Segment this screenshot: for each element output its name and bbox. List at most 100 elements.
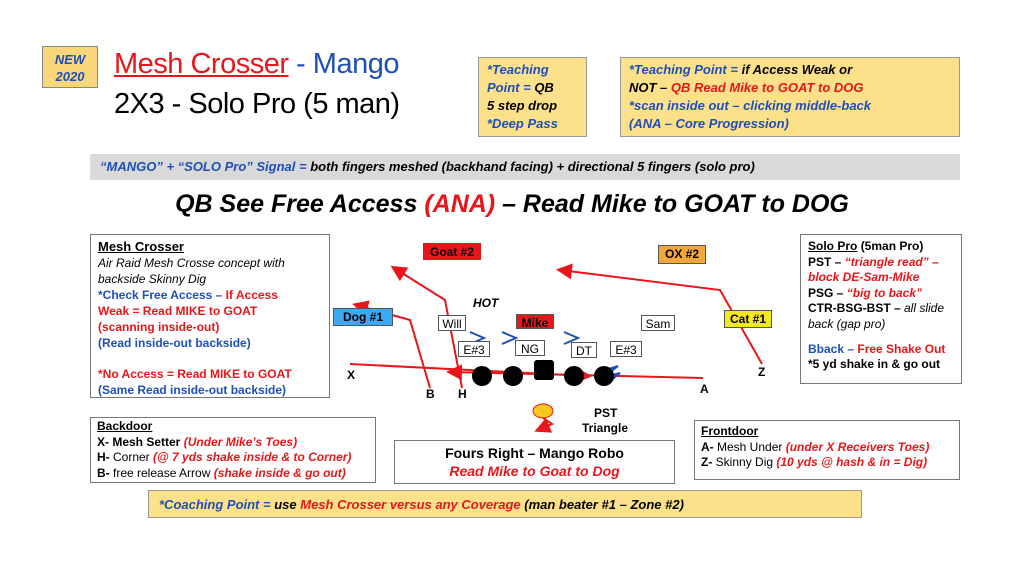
solo-box-pst-b: “triangle read” – <box>844 254 939 269</box>
solo-box-psg-b: “big to back” <box>846 285 923 300</box>
solo-box-title-sub: (5man Pro) <box>860 239 924 253</box>
read-title-ana: (ANA) <box>424 190 496 218</box>
teaching-qb-line-2b: QB <box>534 80 554 95</box>
teaching-access-line-1b: if Access Weak or <box>741 62 853 77</box>
backdoor-h-c: (@ 7 yds shake inside & to Corner) <box>153 450 352 464</box>
title-separator: - <box>288 48 313 80</box>
teaching-point-qb-box: *Teaching Point = QB 5 step drop *Deep P… <box>478 57 587 137</box>
solo-box-bback-b: Free Shake Out <box>857 341 946 356</box>
receiver-a-label: A <box>700 382 709 396</box>
formation-call-box: Fours Right – Mango Robo Read Mike to Go… <box>394 440 675 484</box>
new-2020-badge: NEW 2020 <box>42 46 98 88</box>
mesh-box-weak: Weak = Read MIKE to GOAT <box>98 304 258 318</box>
right-end-defender: E#3 <box>610 341 642 357</box>
receiver-b-label: B <box>426 387 435 401</box>
line-block-zigzag-3 <box>563 331 581 345</box>
coaching-point-box: *Coaching Point = use Mesh Crosser versu… <box>148 490 862 518</box>
frontdoor-title: Frontdoor <box>701 424 759 438</box>
badge-line-2: 2020 <box>55 69 85 84</box>
solo-box-pst-c: block DE-Sam-Mike <box>808 270 920 285</box>
backdoor-notes: Backdoor X- Mesh Setter (Under Mike’s To… <box>90 417 376 483</box>
teaching-qb-line-2a: Point = <box>487 80 535 95</box>
mesh-box-read-back: (Read inside-out backside) <box>98 336 251 350</box>
solo-pro-notes: Solo Pro (5man Pro) PST – “triangle read… <box>800 234 962 384</box>
frontdoor-a-b: Mesh Under <box>717 439 786 454</box>
teaching-access-line-2a: NOT – <box>629 80 671 95</box>
signal-label: “MANGO” + “SOLO Pro” Signal = <box>100 159 311 174</box>
dog-defender: Dog #1 <box>333 308 393 326</box>
line-block-zigzag-2 <box>501 331 519 345</box>
left-guard <box>503 366 523 386</box>
coaching-b: use <box>274 497 301 512</box>
cat-defender: Cat #1 <box>724 310 772 328</box>
backdoor-h-a: H- <box>97 450 113 464</box>
right-tackle <box>594 366 614 386</box>
mesh-box-check-b: If Access <box>225 288 278 302</box>
frontdoor-a-a: A- <box>701 439 717 454</box>
teaching-access-line-4: (ANA – Core Progression) <box>629 116 789 131</box>
backdoor-b-a: B- <box>97 465 113 480</box>
teaching-access-line-1a: *Teaching Point = <box>629 62 742 77</box>
signal-bar: “MANGO” + “SOLO Pro” Signal = both finge… <box>90 154 960 180</box>
title-call: Mango <box>312 48 400 80</box>
frontdoor-a-c: (under X Receivers Toes) <box>785 439 930 454</box>
receiver-z-label: Z <box>758 365 766 379</box>
goat-defender: Goat #2 <box>423 243 481 260</box>
mesh-box-no-access: *No Access = Read MIKE to GOAT <box>98 367 292 381</box>
teaching-qb-line-3: 5 step drop <box>487 98 558 113</box>
nose-guard-defender: NG <box>515 340 545 356</box>
left-tackle <box>472 366 492 386</box>
fours-line-1: Fours Right – Mango Robo <box>445 445 624 461</box>
coaching-a: *Coaching Point = <box>159 497 275 512</box>
backdoor-x-a: X- Mesh Setter <box>97 434 184 449</box>
quarterback <box>532 403 554 419</box>
solo-box-ctr-c: back (gap pro) <box>808 316 886 331</box>
sam-defender: Sam <box>641 315 675 331</box>
backdoor-title: Backdoor <box>97 419 153 433</box>
hot-label: HOT <box>473 296 499 310</box>
read-title-part-1: QB See Free Access <box>175 190 425 218</box>
qb-drop-path <box>534 417 555 433</box>
teaching-qb-line-4: *Deep Pass <box>487 116 558 131</box>
teaching-point-access-box: *Teaching Point = if Access Weak or NOT … <box>620 57 960 137</box>
mesh-box-desc-2: backside Skinny Dig <box>98 272 207 286</box>
mesh-box-desc-1: Air Raid Mesh Crosse concept with <box>98 256 285 270</box>
receiver-x-label: X <box>347 368 356 382</box>
mesh-box-scan: (scanning inside-out) <box>98 320 220 334</box>
read-progression-heading: QB See Free Access (ANA) – Read Mike to … <box>0 190 1024 219</box>
frontdoor-z-b: Skinny Dig <box>715 455 777 469</box>
frontdoor-notes: Frontdoor A- Mesh Under (under X Receive… <box>694 420 960 480</box>
backdoor-b-b: free release Arrow <box>113 465 214 480</box>
solo-box-ctr-b: all slide <box>904 301 945 316</box>
backdoor-x-b: (Under Mike’s Toes) <box>183 434 298 449</box>
coaching-c: Mesh Crosser versus any Coverage <box>300 497 521 512</box>
teaching-access-line-2b: QB Read Mike to GOAT to DOG <box>670 80 864 95</box>
will-defender: Will <box>438 315 466 331</box>
backdoor-h-b: Corner <box>113 450 154 464</box>
solo-box-psg-a: PSG – <box>808 285 847 300</box>
pst-label: PST <box>594 406 618 420</box>
page-title: Mesh Crosser - Mango <box>114 48 399 81</box>
receiver-h-label: H <box>458 387 467 401</box>
solo-box-bback-a: Bback – <box>808 341 858 356</box>
mesh-box-check-a: *Check Free Access – <box>98 288 226 302</box>
coaching-d: (man beater #1 – Zone #2) <box>520 497 684 512</box>
fours-line-2: Read Mike to Goat to Dog <box>449 463 620 479</box>
page-subtitle: 2X3 - Solo Pro (5 man) <box>114 88 400 120</box>
teaching-access-line-3: *scan inside out – clicking middle-back <box>629 98 872 113</box>
triangle-label: Triangle <box>582 421 629 435</box>
solo-box-ctr-a: CTR-BSG-BST – <box>808 301 904 316</box>
route-h-corner <box>390 265 463 389</box>
solo-box-title: Solo Pro <box>808 239 858 253</box>
frontdoor-z-a: Z- <box>701 455 716 469</box>
mesh-box-same-read: (Same Read inside-out backside) <box>98 383 287 397</box>
badge-line-1: NEW <box>54 52 86 67</box>
teaching-qb-line-1: *Teaching <box>487 62 549 77</box>
defensive-tackle: DT <box>571 342 597 358</box>
backdoor-b-c: (shake inside & go out) <box>213 465 346 480</box>
left-end-defender: E#3 <box>458 341 490 357</box>
signal-text: both fingers meshed (backhand facing) + … <box>310 159 755 174</box>
read-title-part-2: – Read Mike to GOAT to DOG <box>495 190 849 218</box>
solo-box-pst-a: PST – <box>808 254 845 269</box>
